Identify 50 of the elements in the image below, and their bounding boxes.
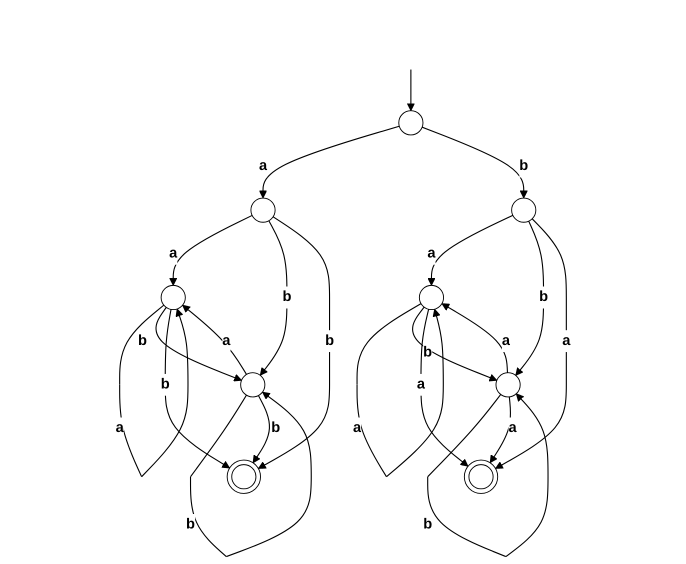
edge-label: a [116, 420, 124, 436]
node-circle [160, 284, 186, 310]
edge-label: a [562, 332, 570, 348]
edge-label: b [519, 158, 528, 174]
arrow [490, 396, 512, 464]
edge-label: a [258, 158, 268, 174]
arrow [182, 304, 247, 375]
arrow [442, 303, 508, 373]
edge-label: a [352, 420, 362, 436]
edge-label: a [169, 246, 178, 262]
arrow [119, 304, 189, 478]
arrow [495, 218, 567, 469]
arrow [356, 303, 444, 478]
node-circle [250, 198, 276, 223]
arrow [422, 126, 528, 198]
arrow [190, 392, 312, 558]
edge-label: b [282, 289, 292, 305]
edge-label: b [423, 344, 432, 360]
edge-label: a [508, 420, 517, 436]
edge-label: b [539, 289, 548, 305]
arrow [515, 220, 544, 376]
edge-label: b [271, 420, 280, 436]
arrow [427, 393, 549, 558]
edge-label: b [138, 332, 147, 348]
arrow [258, 216, 330, 469]
edge-label: b [325, 332, 334, 348]
edge-label: a [416, 376, 426, 392]
arrow [259, 126, 400, 198]
node-doublecircle [464, 460, 498, 494]
edge-label: b [186, 516, 195, 532]
edge-label: a [222, 332, 230, 348]
arrow [412, 306, 498, 382]
arrow [406, 70, 415, 112]
edge-label: b [423, 516, 432, 532]
arrow [164, 309, 230, 468]
node-doublecircle [226, 460, 261, 494]
arrow [260, 220, 288, 376]
edge-label: a [427, 246, 436, 262]
arrow [156, 307, 242, 382]
edge-label: a [502, 332, 510, 348]
node-circle [418, 284, 444, 310]
node-circle [511, 198, 536, 223]
edge-label: b [160, 376, 170, 392]
node-circle [240, 372, 266, 398]
arrow [427, 214, 514, 286]
arrow [169, 214, 252, 286]
arrow [420, 309, 468, 467]
node-circle [398, 110, 424, 136]
node-circle [496, 372, 521, 398]
arrow [252, 395, 270, 464]
